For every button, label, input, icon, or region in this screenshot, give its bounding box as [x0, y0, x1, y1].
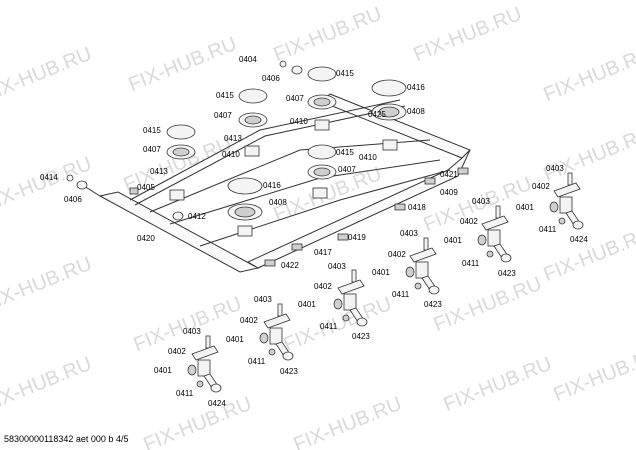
watermark-text: FIX-HUB.RU [431, 273, 545, 336]
callout-label: 0410 [290, 117, 308, 126]
callout-label: 0402 [388, 250, 406, 259]
callout-label: 0401 [298, 300, 316, 309]
callout-label: 0408 [269, 198, 287, 207]
callout-label: 0414 [40, 173, 58, 182]
callout-label: 0408 [407, 107, 425, 116]
callout-label: 0403 [546, 164, 564, 173]
callout-label: 0415 [143, 126, 161, 135]
callout-label: 0407 [286, 94, 304, 103]
callout-label: 0406 [64, 195, 82, 204]
callout-label: 0404 [239, 55, 257, 64]
watermark-text: FIX-HUB.RU [126, 33, 240, 96]
callout-label: 0411 [392, 290, 410, 299]
callout-label: 0403 [472, 197, 490, 206]
callout-label: 0407 [214, 111, 232, 120]
callout-label: 0413 [224, 134, 242, 143]
watermark-text: FIX-HUB.RU [541, 123, 636, 186]
callout-label: 0403 [400, 229, 418, 238]
callout-label: 0410 [359, 153, 377, 162]
gas-valves [187, 172, 584, 393]
callout-label: 0406 [262, 74, 280, 83]
callout-label: 0421 [440, 170, 458, 179]
callout-label: 0403 [328, 262, 346, 271]
callout-label: 0423 [424, 300, 442, 309]
callout-label: 0415 [336, 148, 354, 157]
callout-label: 0401 [444, 236, 462, 245]
callout-label: 0425 [368, 110, 386, 119]
callout-label: 0403 [254, 295, 272, 304]
callout-label: 0411 [248, 357, 266, 366]
brackets [129, 119, 469, 267]
callout-label: 0411 [176, 389, 194, 398]
watermark-text: FIX-HUB.RU [141, 393, 255, 450]
watermark-text: FIX-HUB.RU [0, 353, 95, 416]
callout-label: 0401 [372, 268, 390, 277]
gas-valve-assembly [549, 172, 584, 230]
callout-label: 0411 [539, 225, 557, 234]
callout-label: 0418 [408, 203, 426, 212]
callout-label: 0420 [137, 234, 155, 243]
gas-valve-assembly [259, 303, 294, 361]
callout-label: 0416 [263, 181, 281, 190]
burner-caps [66, 60, 407, 221]
burner-frame [83, 93, 471, 273]
watermark-text: FIX-HUB.RU [551, 343, 636, 406]
gas-valve-assembly [333, 269, 368, 327]
callout-label: 0411 [462, 259, 480, 268]
callout-label: 0401 [154, 366, 172, 375]
gas-valve-assembly [477, 205, 512, 263]
document-code: 58300000118342 aet 000 b 4/5 [4, 434, 129, 444]
callout-label: 0411 [320, 322, 338, 331]
callout-label: 0409 [440, 188, 458, 197]
callout-label: 0401 [516, 203, 534, 212]
callout-label: 0407 [338, 165, 356, 174]
callout-label: 0407 [143, 145, 161, 154]
watermark-text: FIX-HUB.RU [541, 43, 636, 106]
callout-label: 0423 [280, 367, 298, 376]
watermark-text: FIX-HUB.RU [441, 353, 555, 416]
callout-label: 0405 [137, 183, 155, 192]
watermark-text: FIX-HUB.RU [271, 3, 385, 66]
callout-label: 0402 [168, 347, 186, 356]
callout-label: 0402 [240, 316, 258, 325]
watermark-text: FIX-HUB.RU [0, 43, 95, 106]
callout-label: 0403 [183, 327, 201, 336]
callout-label: 0415 [336, 69, 354, 78]
watermark-text: FIX-HUB.RU [131, 293, 245, 356]
callout-label: 0402 [532, 182, 550, 191]
watermark-text: FIX-HUB.RU [0, 253, 95, 316]
callout-label: 0412 [188, 212, 206, 221]
callout-label: 0424 [570, 235, 588, 244]
callout-label: 0415 [216, 91, 234, 100]
callout-label: 0402 [314, 282, 332, 291]
watermark-text: FIX-HUB.RU [291, 393, 405, 450]
callout-label: 0423 [498, 269, 516, 278]
gas-valve-assembly [187, 335, 222, 393]
watermark-text: FIX-HUB.RU [411, 3, 525, 66]
callout-label: 0423 [352, 332, 370, 341]
callout-label: 0419 [348, 233, 366, 242]
callout-label: 0413 [150, 167, 168, 176]
callout-label: 0422 [281, 261, 299, 270]
callout-label: 0410 [222, 150, 240, 159]
callout-label: 0416 [407, 83, 425, 92]
callout-label: 0417 [314, 248, 332, 257]
callout-label: 0401 [226, 335, 244, 344]
callout-label: 0402 [460, 217, 478, 226]
callout-label: 0424 [208, 399, 226, 408]
gas-valve-assembly [405, 237, 440, 295]
